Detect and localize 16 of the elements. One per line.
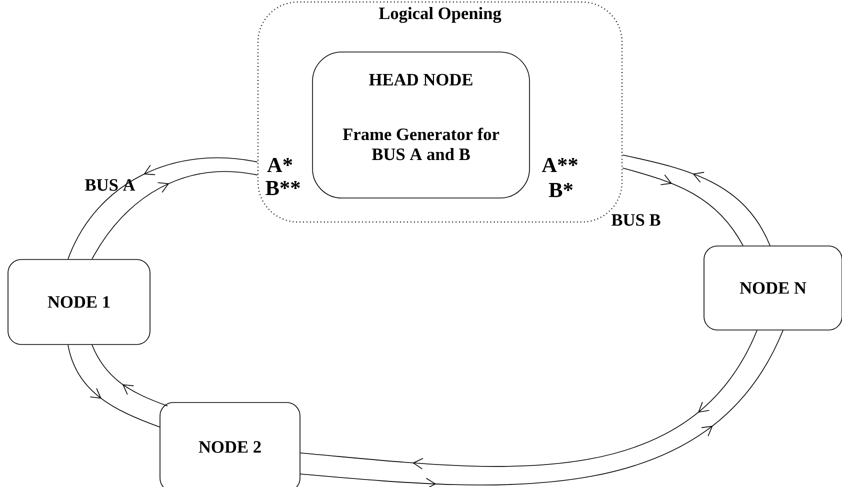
bus-line — [92, 344, 168, 406]
head-node-box: HEAD NODE Frame Generator for BUS A and B — [312, 52, 530, 198]
bus-line — [68, 344, 160, 428]
node-box: NODE N — [704, 246, 842, 330]
port-label: A* — [267, 158, 292, 172]
bus-line — [300, 330, 784, 487]
bus-line — [300, 330, 758, 470]
port-label: B** — [266, 180, 300, 196]
bus-line — [92, 171, 258, 260]
bus-label: BUS B — [612, 214, 660, 226]
bus-line — [622, 154, 770, 246]
node-box: NODE 2 — [160, 402, 300, 487]
node-box: NODE 1 — [8, 259, 150, 345]
bus-label: BUS A — [85, 179, 136, 191]
bus-line — [68, 157, 258, 260]
bus-line — [622, 168, 744, 246]
